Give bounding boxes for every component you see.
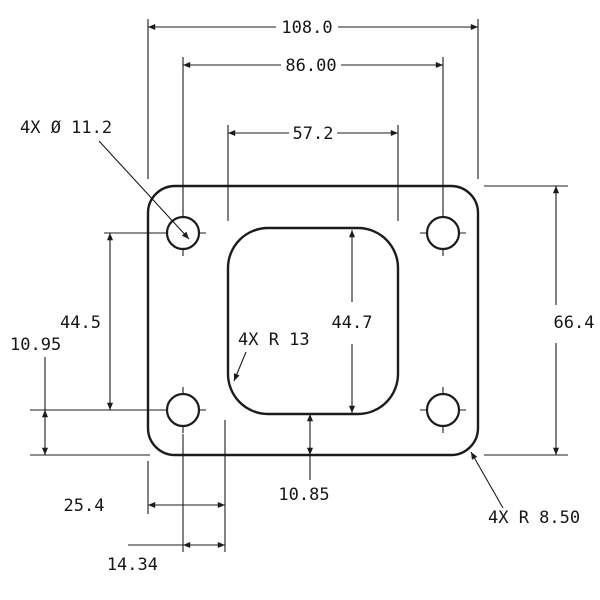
dim-port-to-bottom-edge: 10.85 (278, 414, 330, 505)
flange-outline (146, 184, 480, 457)
leader-line (470, 451, 504, 509)
flange-part (146, 184, 480, 457)
dim-label-bolt-row-to-bottom-edge: 10.95 (10, 335, 61, 355)
leader-line (233, 351, 247, 382)
bolt-hole-top-right (420, 210, 466, 256)
bolt-hole (165, 392, 201, 428)
dim-label-port-corner-radius: 4X R 13 (238, 330, 310, 350)
dim-bolt-holes: 4X Ø 11.2 (20, 118, 190, 240)
dim-label-port-to-bottom-edge: 10.85 (278, 485, 329, 505)
dim-label-overall-height: 66.4 (554, 313, 595, 333)
dim-label-edge-to-port-left: 25.4 (64, 496, 105, 516)
port-opening (226, 226, 400, 416)
dim-label-bolt-to-port-left: 14.34 (107, 555, 158, 575)
dim-label-overall-width: 108.0 (281, 18, 332, 38)
bolt-hole (425, 392, 461, 428)
dim-overall-width: 108.0 (147, 18, 479, 179)
dim-flange-corner-radius: 4X R 8.50 (470, 451, 580, 528)
dim-label-bolt-spacing-horizontal: 86.00 (285, 56, 336, 76)
dim-port-width: 57.2 (227, 124, 399, 221)
bolt-hole-bottom-left (160, 387, 206, 433)
dim-overall-height: 66.4 (484, 185, 595, 456)
dim-label-port-width: 57.2 (293, 124, 334, 144)
dim-label-flange-corner-radius: 4X R 8.50 (488, 508, 580, 528)
dim-port-height: 44.7 (332, 230, 373, 413)
dim-port-corner-radius: 4X R 13 (233, 330, 310, 382)
dim-bolt-spacing-vertical: 44.5 (30, 232, 162, 411)
dim-bolt-row-to-bottom-edge: 10.95 (10, 335, 150, 456)
dim-label-bolt-holes: 4X Ø 11.2 (20, 118, 112, 138)
bolt-hole (425, 215, 461, 251)
leader-line (98, 140, 190, 240)
dim-edge-to-port-left: 25.4 (64, 420, 226, 552)
dim-bolt-to-port-left: 14.34 (107, 434, 225, 575)
bolt-hole-bottom-right (420, 387, 466, 433)
dim-bolt-spacing-horizontal: 86.00 (182, 56, 444, 212)
dim-label-port-height: 44.7 (332, 313, 373, 333)
dim-label-bolt-spacing-vertical: 44.5 (60, 313, 101, 333)
